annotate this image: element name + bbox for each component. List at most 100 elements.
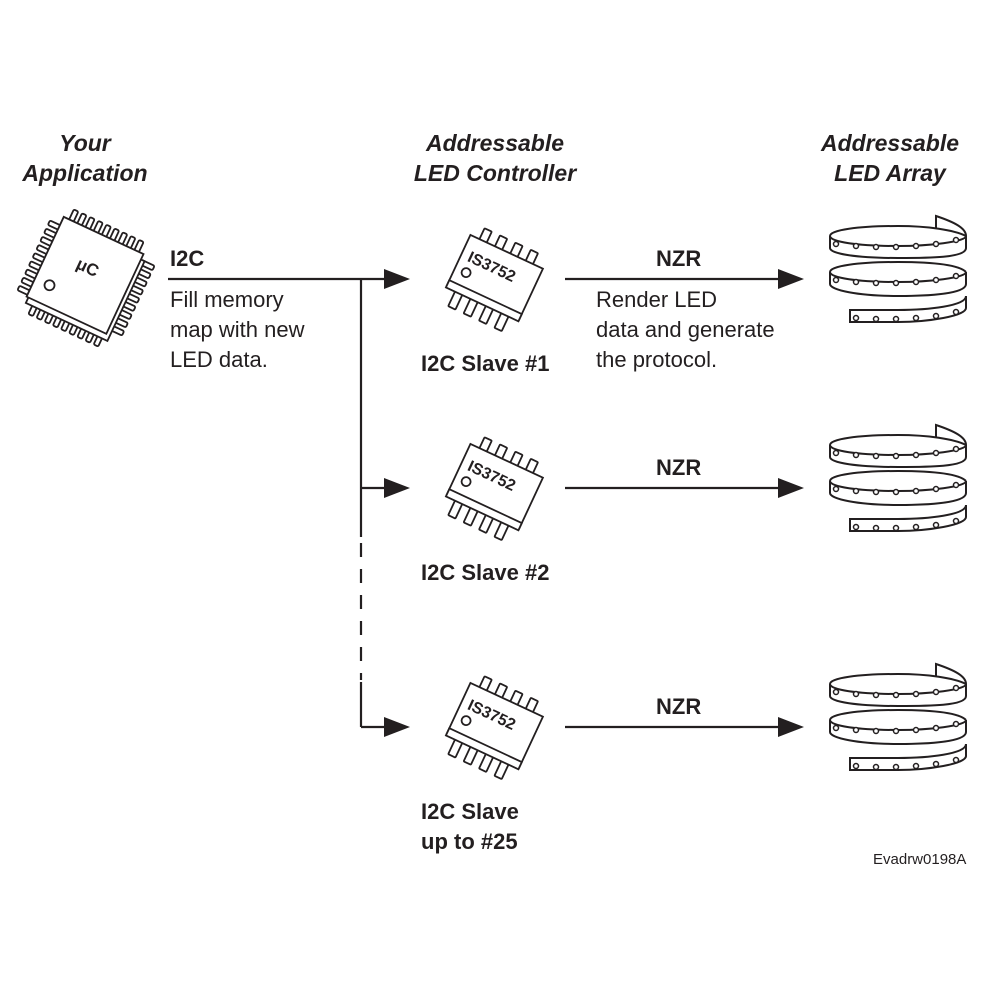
led-dot — [952, 272, 960, 280]
led-dot — [872, 691, 880, 699]
header-line: Addressable — [425, 130, 565, 156]
slave-name-line: I2C Slave — [421, 799, 519, 824]
led-dot — [892, 315, 900, 323]
slave-name: I2C Slave #1 — [421, 349, 549, 379]
led-controller-chip-icon — [444, 675, 545, 780]
header-line: Application — [22, 160, 148, 186]
nzr-description: Render LED data and generate the protoco… — [596, 285, 775, 375]
led-dot — [832, 688, 840, 696]
led-dot — [852, 487, 860, 495]
led-dot — [912, 762, 920, 770]
led-dot — [892, 691, 900, 699]
led-dot — [892, 279, 900, 287]
slave-name-line: I2C Slave #2 — [421, 560, 550, 585]
header-line: LED Controller — [413, 160, 577, 186]
led-dot — [932, 688, 940, 696]
led-dot — [832, 240, 840, 248]
i2c-protocol-label: I2C — [170, 246, 205, 271]
slave-name: I2C Slave #2 — [421, 558, 549, 588]
nzr-protocol-label: NZR — [656, 694, 702, 719]
led-dot — [932, 240, 940, 248]
led-dot — [852, 242, 860, 250]
led-dot — [912, 314, 920, 322]
led-dot — [892, 524, 900, 532]
led-dot — [932, 724, 940, 732]
led-dot — [932, 312, 940, 320]
led-dot — [892, 452, 900, 460]
led-dot — [872, 279, 880, 287]
led-dot — [832, 724, 840, 732]
led-dot — [932, 276, 940, 284]
header-led-controller: Addressable LED Controller — [395, 128, 595, 188]
led-strip-coil-icon — [829, 423, 967, 532]
led-dot — [912, 242, 920, 250]
nzr-arrow-3 — [778, 717, 804, 737]
led-dot — [832, 449, 840, 457]
led-dot — [852, 314, 860, 322]
header-line: LED Array — [834, 160, 946, 186]
arrow-to-slave-2 — [384, 478, 410, 498]
led-dot — [952, 517, 960, 525]
led-dot — [952, 720, 960, 728]
led-dot — [832, 485, 840, 493]
nzr-arrow-2 — [778, 478, 804, 498]
led-dot — [872, 452, 880, 460]
led-dot — [852, 523, 860, 531]
header-line: Your — [59, 130, 111, 156]
led-dot — [952, 481, 960, 489]
led-dot — [852, 690, 860, 698]
led-strip-coil-icon — [829, 662, 967, 771]
arrow-to-slave-3 — [384, 717, 410, 737]
led-dot — [872, 524, 880, 532]
led-controller-chip-icon — [444, 436, 545, 541]
led-dot — [952, 684, 960, 692]
led-dot — [852, 278, 860, 286]
led-dot — [932, 449, 940, 457]
led-dot — [892, 763, 900, 771]
led-dot — [872, 727, 880, 735]
header-your-application: Your Application — [10, 128, 160, 188]
figure-id: Evadrw0198A — [873, 851, 967, 868]
led-dot — [892, 727, 900, 735]
led-dot — [912, 487, 920, 495]
led-dot — [852, 726, 860, 734]
led-strip-coil-icon — [829, 214, 967, 323]
led-dot — [932, 521, 940, 529]
led-dot — [872, 763, 880, 771]
i2c-description: Fill memory map with new LED data. — [170, 285, 305, 375]
microcontroller-icon — [16, 209, 156, 348]
led-dot — [912, 278, 920, 286]
led-dot — [912, 726, 920, 734]
desc-line: map with new — [170, 317, 305, 342]
led-dot — [852, 762, 860, 770]
nzr-protocol-label: NZR — [656, 455, 702, 480]
led-dot — [952, 308, 960, 316]
led-dot — [912, 523, 920, 531]
led-dot — [872, 315, 880, 323]
led-dot — [872, 488, 880, 496]
led-dot — [832, 276, 840, 284]
header-led-array: Addressable LED Array — [800, 128, 980, 188]
nzr-arrow-1 — [778, 269, 804, 289]
desc-line: LED data. — [170, 347, 268, 372]
mcu-body — [25, 215, 145, 336]
slave-name-line: I2C Slave #1 — [421, 351, 550, 376]
desc-line: the protocol. — [596, 347, 718, 372]
desc-line: data and generate — [596, 317, 775, 342]
slave-name-line: up to #25 — [421, 829, 518, 854]
led-dot — [892, 243, 900, 251]
led-controller-chip-icon — [444, 227, 545, 332]
led-dot — [952, 756, 960, 764]
led-dot — [912, 451, 920, 459]
nzr-protocol-label: NZR — [656, 246, 702, 271]
led-dot — [912, 690, 920, 698]
led-dot — [892, 488, 900, 496]
led-dot — [852, 451, 860, 459]
desc-line: Render LED — [596, 287, 718, 312]
led-dot — [932, 760, 940, 768]
mcu-pin1-dot — [43, 279, 56, 292]
header-line: Addressable — [820, 130, 960, 156]
arrow-to-slave-1 — [384, 269, 410, 289]
led-dot — [872, 243, 880, 251]
